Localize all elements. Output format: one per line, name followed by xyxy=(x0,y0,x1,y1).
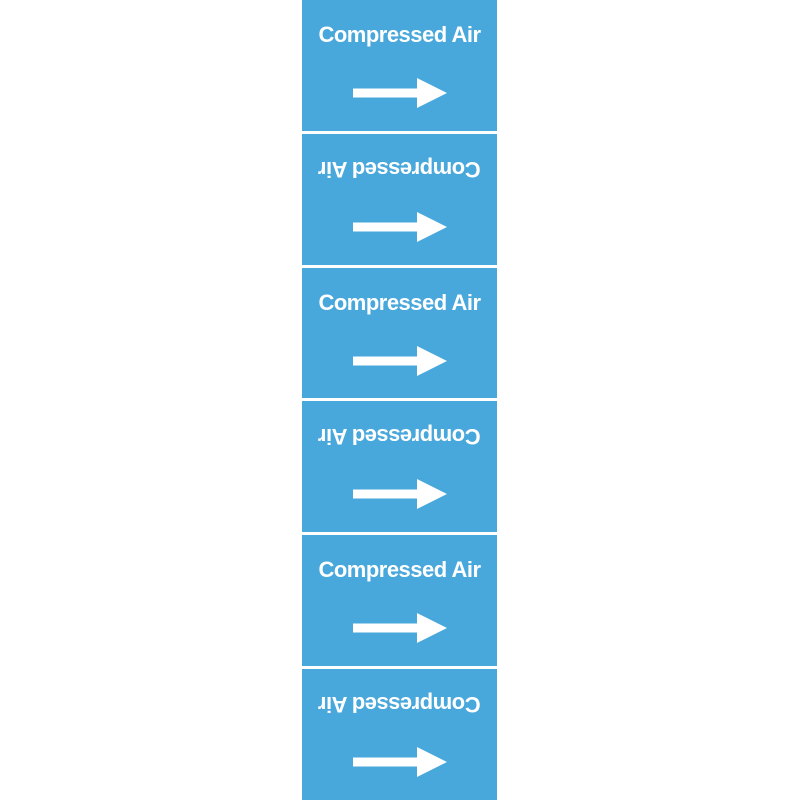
pipe-marker-panel: Compressed Air xyxy=(302,0,497,131)
right-arrow-icon xyxy=(352,345,447,376)
pipe-label-text: Compressed Air xyxy=(318,557,481,583)
right-arrow-icon xyxy=(352,479,447,510)
right-arrow-icon xyxy=(352,211,447,242)
pipe-marker-panel: Compressed Air xyxy=(302,401,497,533)
pipe-label-text: Compressed Air xyxy=(318,22,481,47)
pipe-marker-panel: Compressed Air xyxy=(302,133,497,265)
pipe-marker-panel: Compressed Air xyxy=(302,535,497,667)
right-arrow-icon xyxy=(352,78,447,108)
pipe-marker-panel: Compressed Air xyxy=(302,669,497,800)
pipe-label-text: Compressed Air xyxy=(318,156,481,182)
pipe-label-text: Compressed Air xyxy=(318,692,481,718)
pipe-label-text: Compressed Air xyxy=(318,289,481,315)
right-arrow-icon xyxy=(352,613,447,644)
pipe-label-text: Compressed Air xyxy=(318,424,481,450)
pipe-marker-strip: Compressed Air Compressed Air Compressed… xyxy=(302,0,497,800)
right-arrow-icon xyxy=(352,747,447,778)
pipe-marker-panel: Compressed Air xyxy=(302,267,497,399)
